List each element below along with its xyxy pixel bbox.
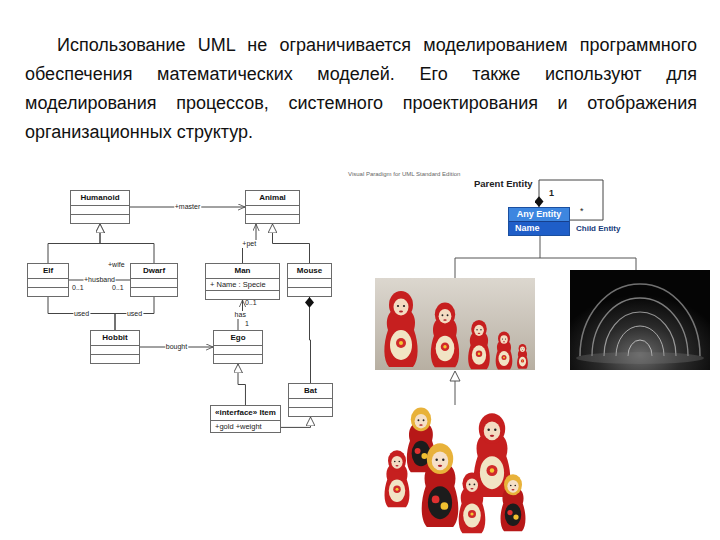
class-name: Animal — [246, 191, 299, 205]
association-line — [48, 297, 115, 330]
role-name: Child Entity — [576, 224, 620, 234]
role-name: Parent Entity — [474, 178, 533, 189]
entity-box: Any EntityName — [508, 207, 570, 236]
multiplicity: 0..1 — [245, 299, 257, 307]
association-line — [115, 297, 154, 330]
class-compartment — [71, 205, 129, 214]
association-line — [48, 224, 100, 263]
doll — [501, 474, 526, 531]
role-name: +wife — [108, 261, 125, 269]
doll — [459, 472, 486, 533]
class-name: Hobbit — [91, 331, 139, 345]
edge-label: +master — [174, 203, 201, 211]
doll-photo — [375, 278, 535, 370]
class-compartment — [91, 354, 139, 363]
class-attribute: + Name : Specie — [206, 278, 279, 290]
class-compartment — [28, 287, 68, 296]
edge-label: +pet — [241, 240, 257, 248]
class-box: Ego — [213, 330, 263, 364]
multiplicity: 1 — [245, 320, 249, 328]
multiplicity: * — [580, 206, 584, 216]
class-compartment — [289, 398, 332, 407]
edge-label: +husband — [83, 276, 116, 284]
class-compartment — [131, 278, 177, 287]
doll-photo — [378, 405, 540, 535]
class-name: Mouse — [288, 264, 331, 278]
class-box: Humanoid — [70, 190, 130, 224]
class-box: Bat — [288, 383, 333, 417]
class-name: «interface» Item — [211, 406, 280, 420]
class-box: Hobbit — [90, 330, 140, 364]
class-name: Dwarf — [131, 264, 177, 278]
class-name: Any Entity — [509, 208, 569, 221]
multiplicity: 0..1 — [112, 284, 124, 292]
doll — [385, 450, 410, 507]
class-compartment — [246, 205, 299, 214]
class-box: Elf — [27, 263, 69, 297]
class-box: Mouse — [287, 263, 332, 297]
class-box: «interface» Item+gold +weight — [210, 405, 281, 433]
doll — [496, 332, 513, 370]
class-compartment — [246, 214, 299, 223]
class-compartment — [28, 278, 68, 287]
class-compartment — [288, 278, 331, 287]
generalization-triangle — [450, 371, 460, 381]
class-name: Man — [206, 264, 279, 278]
association-line — [281, 417, 311, 427]
edge-label: bought — [165, 343, 188, 351]
class-compartment — [288, 287, 331, 296]
watermark: Visual Paradigm for UML Standard Edition — [348, 171, 460, 178]
edge-label: has — [234, 311, 247, 319]
class-compartment — [289, 407, 332, 416]
association-line — [310, 297, 311, 383]
class-compartment — [131, 287, 177, 296]
doll — [517, 344, 528, 369]
edge-label: used — [126, 310, 143, 318]
class-name: Bat — [289, 384, 332, 398]
multiplicity: 0..1 — [72, 284, 84, 292]
doll — [468, 320, 490, 369]
domes-photo — [570, 270, 710, 370]
association-line — [100, 224, 154, 263]
doll — [431, 303, 459, 368]
doll — [384, 291, 417, 367]
class-compartment — [206, 290, 279, 299]
edge-label: used — [73, 310, 90, 318]
body-paragraph: Использование UML не ограничивается моде… — [25, 31, 697, 147]
class-compartment — [91, 345, 139, 354]
class-name: Ego — [214, 331, 262, 345]
association-line — [238, 364, 245, 405]
class-box: Animal — [245, 190, 300, 224]
nested-domes — [580, 284, 700, 356]
class-box: Man+ Name : Specie — [205, 263, 280, 300]
class-compartment — [71, 214, 129, 223]
class-attribute: Name — [509, 221, 569, 235]
doll — [422, 443, 459, 527]
class-box: Dwarf — [130, 263, 178, 297]
class-attribute: +gold +weight — [211, 420, 280, 432]
class-name: Elf — [28, 264, 68, 278]
tree-lines — [455, 236, 636, 405]
class-name: Humanoid — [71, 191, 129, 205]
class-compartment — [214, 345, 262, 354]
dome-floor — [576, 352, 704, 364]
multiplicity: 1 — [549, 188, 554, 198]
class-compartment — [214, 354, 262, 363]
association-line — [273, 224, 310, 263]
